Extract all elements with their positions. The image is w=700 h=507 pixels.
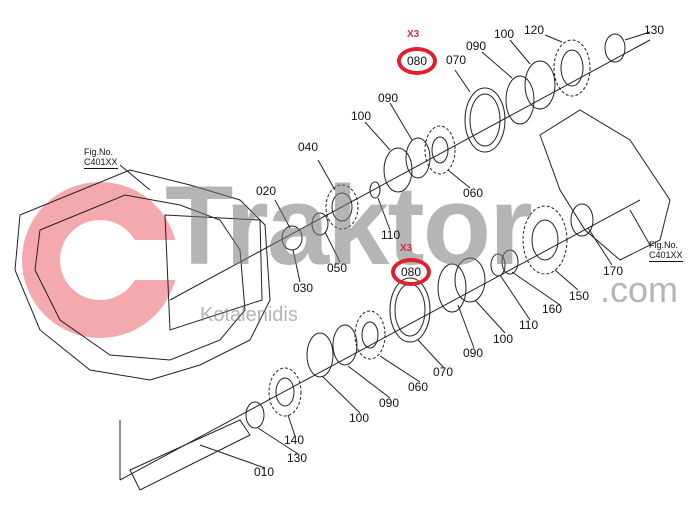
part-label[interactable]: 160 xyxy=(542,302,563,316)
part-label[interactable]: 090 xyxy=(378,91,399,105)
part-label[interactable]: 130 xyxy=(287,451,308,465)
quantity-note: X3 xyxy=(407,29,420,40)
part-label[interactable]: 110 xyxy=(519,318,539,332)
part-label[interactable]: 060 xyxy=(463,186,484,200)
fig-code: C401XX xyxy=(649,250,683,262)
watermark-sub: Kotalenidis xyxy=(200,304,298,326)
fig-label: Fig.No. xyxy=(84,147,114,157)
highlighted-part-080[interactable]: 080 xyxy=(397,47,437,75)
upper-parts xyxy=(281,33,626,251)
quantity-note: X3 xyxy=(400,243,413,254)
part-label[interactable]: 110 xyxy=(381,228,401,242)
part-label[interactable]: 040 xyxy=(298,140,319,154)
part-label[interactable]: 070 xyxy=(446,53,467,67)
part-label[interactable]: 130 xyxy=(644,23,665,37)
part-label[interactable]: 090 xyxy=(463,346,484,360)
part-label[interactable]: 100 xyxy=(351,109,372,123)
part-label[interactable]: 090 xyxy=(379,396,400,410)
part-label[interactable]: 060 xyxy=(408,380,429,394)
highlighted-part-080[interactable]: 080 xyxy=(391,258,431,286)
part-label[interactable]: 100 xyxy=(349,411,370,425)
rear-cover xyxy=(539,109,671,261)
figure-ref-upper-left: Fig.No. C401XX xyxy=(84,147,118,169)
part-label[interactable]: 050 xyxy=(327,261,348,275)
part-label[interactable]: 100 xyxy=(493,332,514,346)
watermark-brand: Traktor xyxy=(165,163,533,288)
part-label[interactable]: 070 xyxy=(433,365,454,379)
lower-parts xyxy=(129,203,594,491)
part-label[interactable]: 010 xyxy=(254,465,275,479)
watermark-domain: .com xyxy=(600,269,679,310)
fig-label: Fig.No. xyxy=(649,240,679,250)
transmission-housing xyxy=(14,169,271,381)
fig-code: C401XX xyxy=(84,157,118,169)
part-label[interactable]: 170 xyxy=(603,264,624,278)
part-label[interactable]: 090 xyxy=(466,39,487,53)
part-label[interactable]: 140 xyxy=(284,433,305,447)
part-label[interactable]: 150 xyxy=(569,289,590,303)
part-label[interactable]: 100 xyxy=(494,27,515,41)
part-label[interactable]: 020 xyxy=(256,184,277,198)
figure-ref-right: Fig.No. C401XX xyxy=(649,240,683,262)
part-label[interactable]: 030 xyxy=(293,281,314,295)
part-label[interactable]: 120 xyxy=(524,23,545,37)
